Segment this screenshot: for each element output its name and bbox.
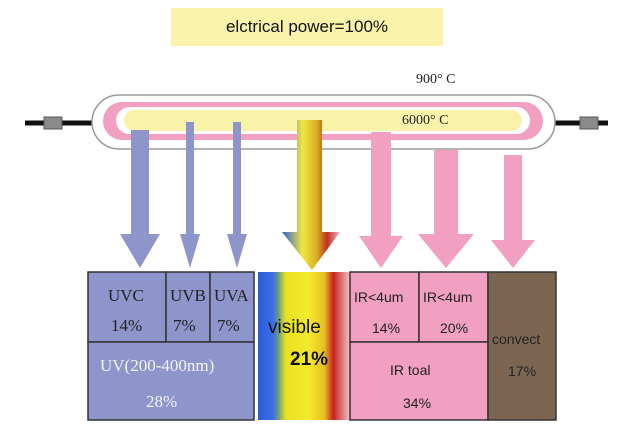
visible-label: visible: [268, 317, 321, 338]
cell-convect: [487, 271, 557, 421]
ir2-value: 20%: [440, 320, 469, 336]
ir1-arrow: [359, 132, 403, 268]
uvb-label: UVB: [170, 286, 206, 305]
ir-total-value: 34%: [403, 395, 432, 411]
title-box: elctrical power=100%: [171, 8, 443, 46]
visible-arrow: [282, 120, 340, 270]
uvb-value: 7%: [173, 316, 196, 335]
uv-arrows: [120, 122, 247, 268]
uva-label: UVA: [214, 286, 249, 305]
cell-visible: [258, 272, 350, 420]
ir-arrows: [359, 132, 535, 268]
uvc-arrow: [120, 130, 160, 268]
uv-total-value: 28%: [146, 392, 178, 411]
cell-uva: [209, 271, 255, 343]
lamp-plasma-core: [124, 110, 522, 131]
ir-total-label: IR toal: [390, 362, 431, 378]
ir2-arrow: [418, 150, 474, 268]
inner-temp-label: 6000° C: [402, 113, 449, 128]
ir1-value: 14%: [372, 320, 401, 336]
ir2-label: IR<4um: [423, 289, 473, 305]
uvc-label: UVC: [108, 286, 144, 305]
convect-value: 17%: [508, 363, 537, 379]
uvc-value: 14%: [111, 316, 143, 335]
convect-arrow: [491, 155, 535, 268]
uv-total-label: UV(200-400nm): [100, 356, 215, 375]
cell-uvb: [165, 271, 211, 343]
cell-ir-total: [349, 341, 489, 421]
uva-value: 7%: [217, 316, 240, 335]
cell-uv-total: [87, 341, 255, 421]
visible-value: 21%: [290, 349, 329, 370]
uvb-arrow: [180, 122, 200, 268]
ir1-label: IR<4um: [354, 289, 404, 305]
cell-uvc: [87, 271, 167, 343]
energy-table: [87, 271, 557, 421]
convect-label: convect: [492, 331, 541, 347]
uva-arrow: [227, 122, 247, 268]
cell-ir2: [418, 271, 489, 343]
outer-temp-label: 900° C: [416, 72, 456, 87]
